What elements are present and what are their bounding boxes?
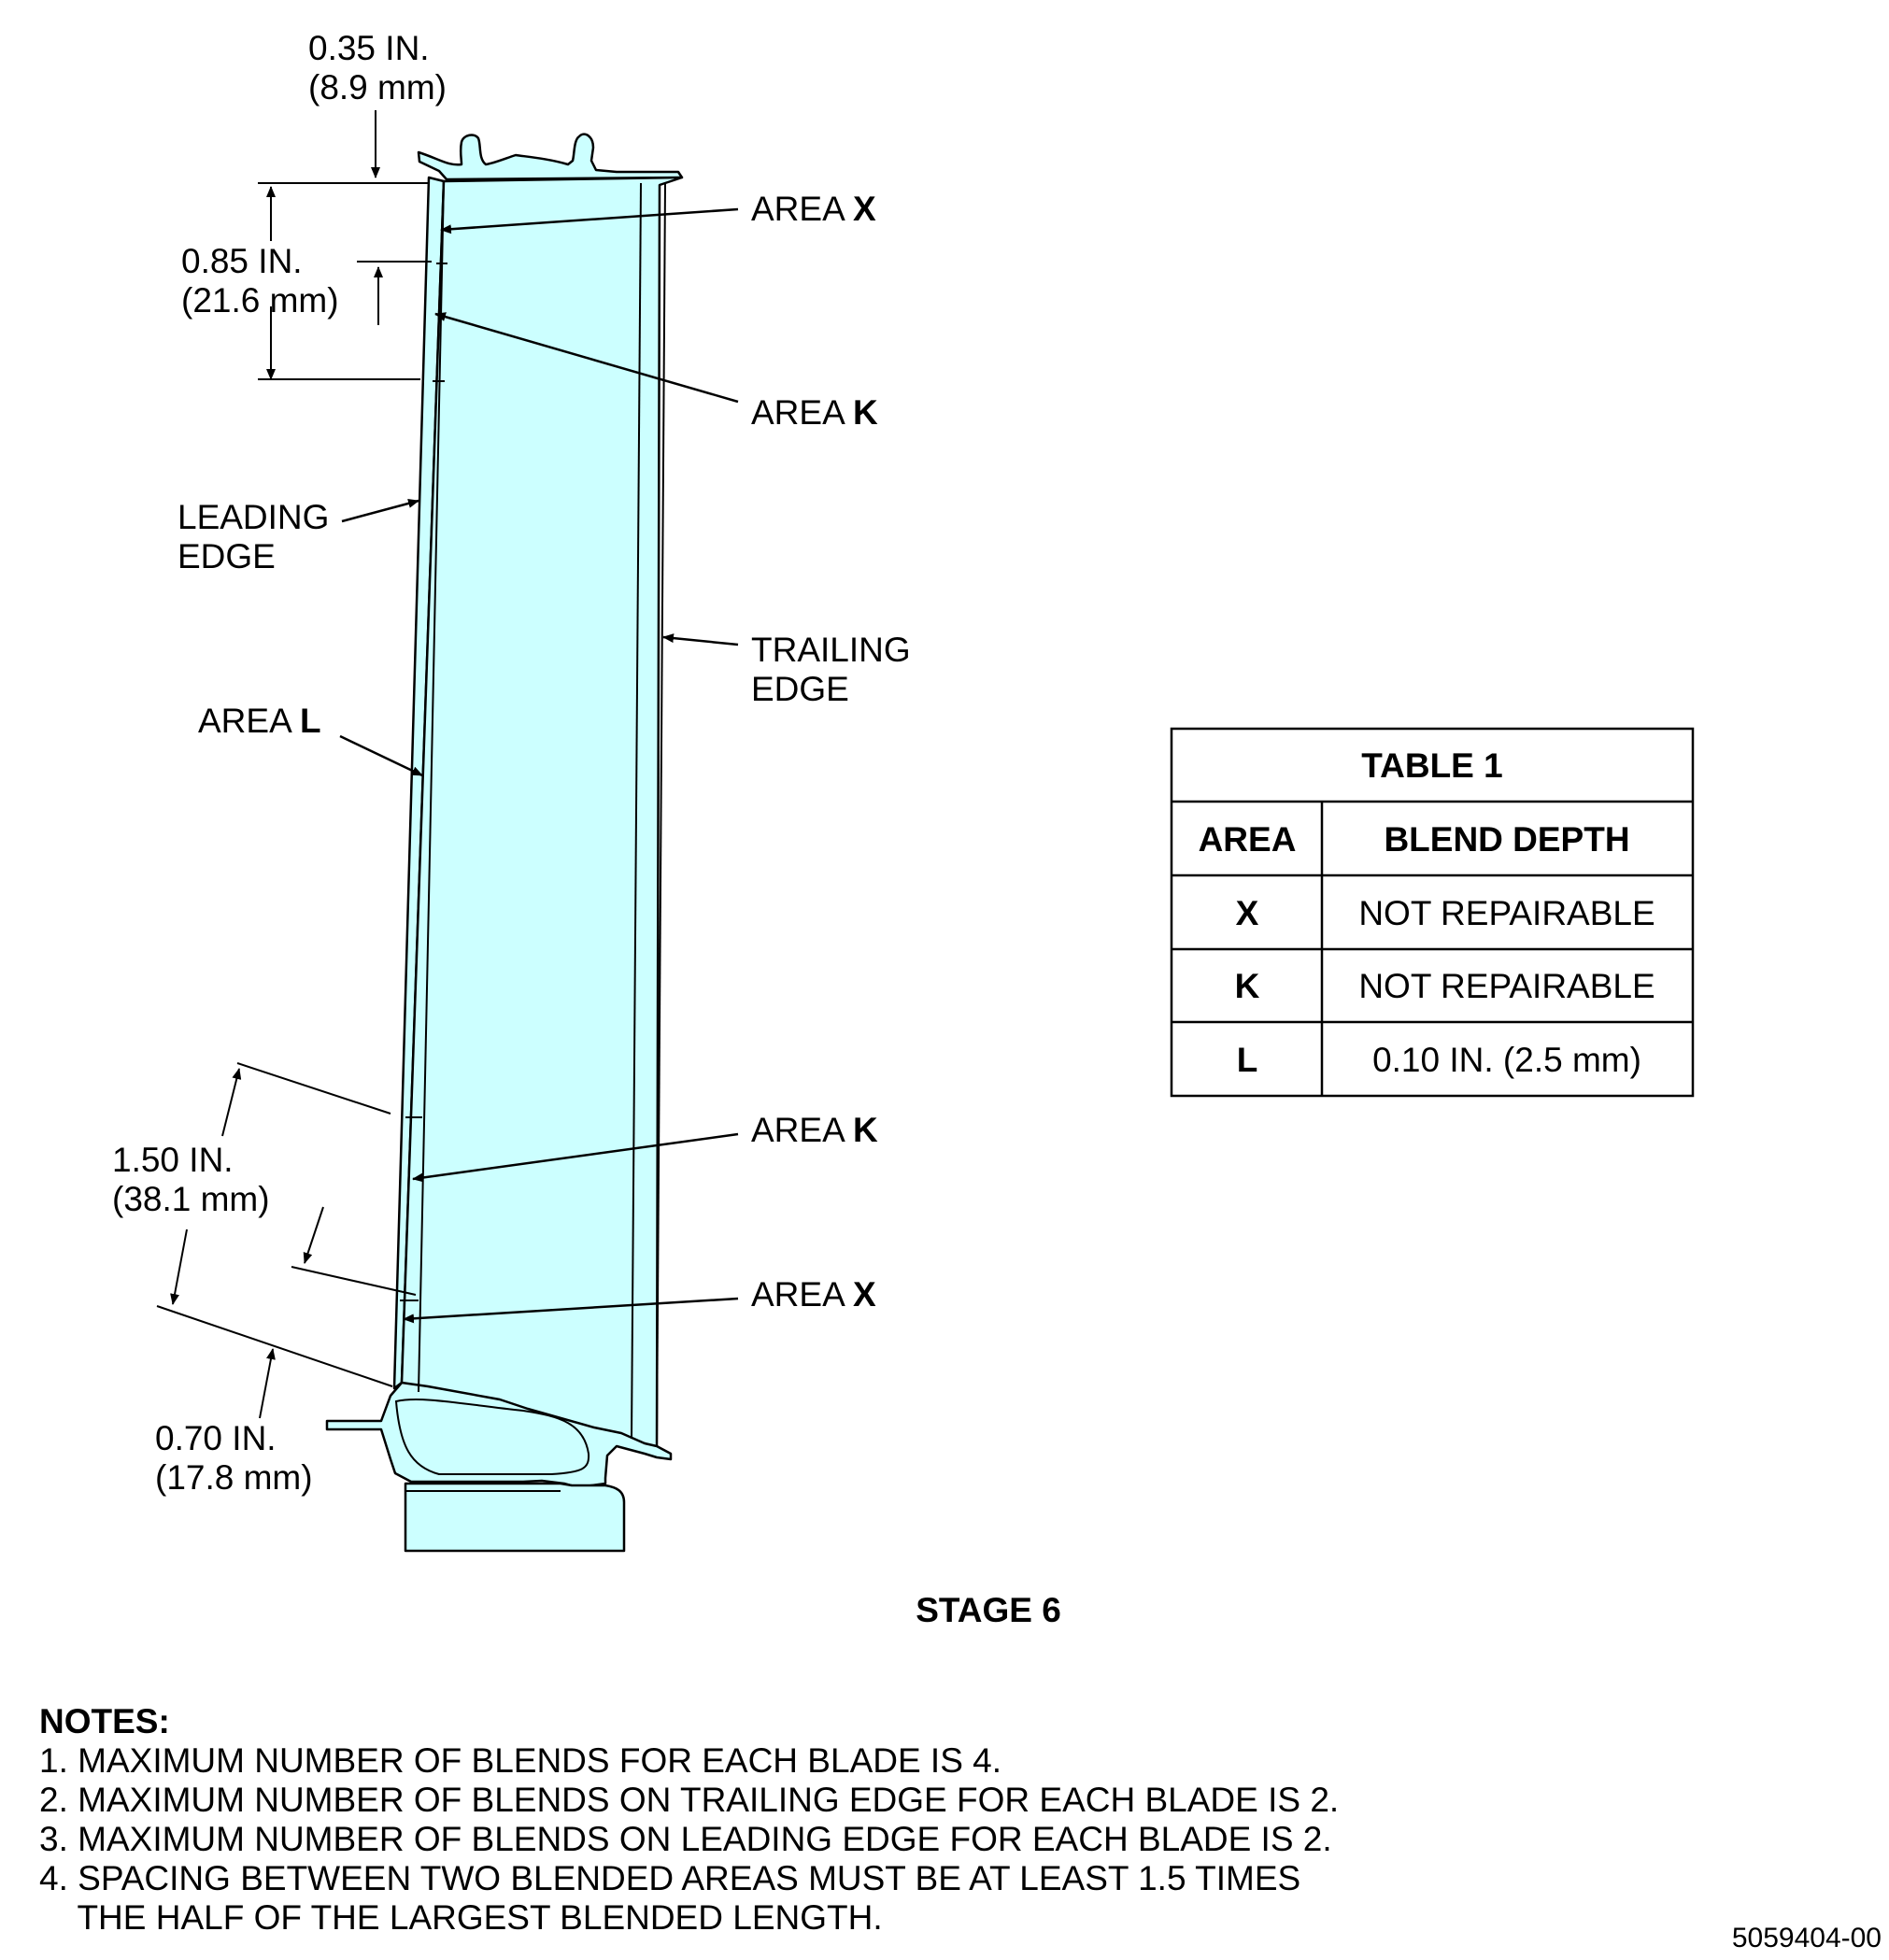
leading-edge-label-1: LEADING [178, 498, 329, 536]
callout-labels: 0.35 IN. (8.9 mm) 0.85 IN. (21.6 mm) LEA… [112, 29, 1061, 1629]
table-title: TABLE 1 [1361, 746, 1502, 785]
note-item: 1. MAXIMUM NUMBER OF BLENDS FOR EACH BLA… [39, 1741, 1002, 1780]
notes-block: NOTES: 1. MAXIMUM NUMBER OF BLENDS FOR E… [39, 1702, 1339, 1938]
leader-arrows [339, 207, 739, 1324]
table-header-blend-depth: BLEND DEPTH [1384, 820, 1629, 859]
area-k-bottom-label: AREA K [751, 1111, 878, 1149]
dim-lower-mm: (38.1 mm) [112, 1180, 270, 1218]
table-cell-depth: NOT REPAIRABLE [1358, 967, 1655, 1005]
blend-depth-table: TABLE 1 AREA BLEND DEPTH X NOT REPAIRABL… [1170, 727, 1695, 1098]
note-item: 4. SPACING BETWEEN TWO BLENDED AREAS MUS… [39, 1859, 1301, 1897]
table-cell-depth: NOT REPAIRABLE [1358, 894, 1655, 932]
table-cell-area: K [1235, 967, 1260, 1005]
dim-top-mm: (8.9 mm) [308, 68, 447, 107]
blade-root-platform [325, 1381, 673, 1489]
area-l-label: AREA L [198, 702, 321, 740]
trailing-edge-label-1: TRAILING [751, 631, 911, 669]
dim-upper-mm: (21.6 mm) [181, 281, 339, 320]
blade-drawing [325, 133, 684, 1553]
area-k-top-label: AREA K [751, 393, 878, 432]
area-x-bottom-label: AREA X [751, 1275, 876, 1314]
dim-root-in: 0.70 IN. [155, 1419, 277, 1457]
area-x-top-label: AREA X [751, 190, 876, 228]
dimension-lines [156, 110, 432, 1419]
dim-root-mm: (17.8 mm) [155, 1458, 313, 1497]
leading-edge-label-2: EDGE [178, 537, 276, 575]
dim-top-in: 0.35 IN. [308, 29, 430, 67]
blade-tip-shroud [417, 133, 684, 181]
table-header-area: AREA [1199, 820, 1297, 859]
dim-lower-in: 1.50 IN. [112, 1141, 234, 1179]
trailing-edge-label-2: EDGE [751, 670, 849, 708]
note-item: THE HALF OF THE LARGEST BLENDED LENGTH. [39, 1898, 883, 1937]
stage-label: STAGE 6 [916, 1591, 1061, 1629]
blade-detail-lines [394, 180, 666, 1492]
table-cell-area: X [1236, 894, 1259, 932]
table-cell-area: L [1237, 1041, 1258, 1079]
note-item: 2. MAXIMUM NUMBER OF BLENDS ON TRAILING … [39, 1781, 1340, 1819]
document-id: 5059404-00 [1731, 1923, 1882, 1953]
table-cell-depth: 0.10 IN. (2.5 mm) [1372, 1041, 1641, 1079]
dim-upper-in: 0.85 IN. [181, 242, 303, 280]
blade-shank [404, 1482, 626, 1553]
note-item: 3. MAXIMUM NUMBER OF BLENDS ON LEADING E… [39, 1820, 1332, 1858]
notes-title: NOTES: [39, 1702, 170, 1740]
